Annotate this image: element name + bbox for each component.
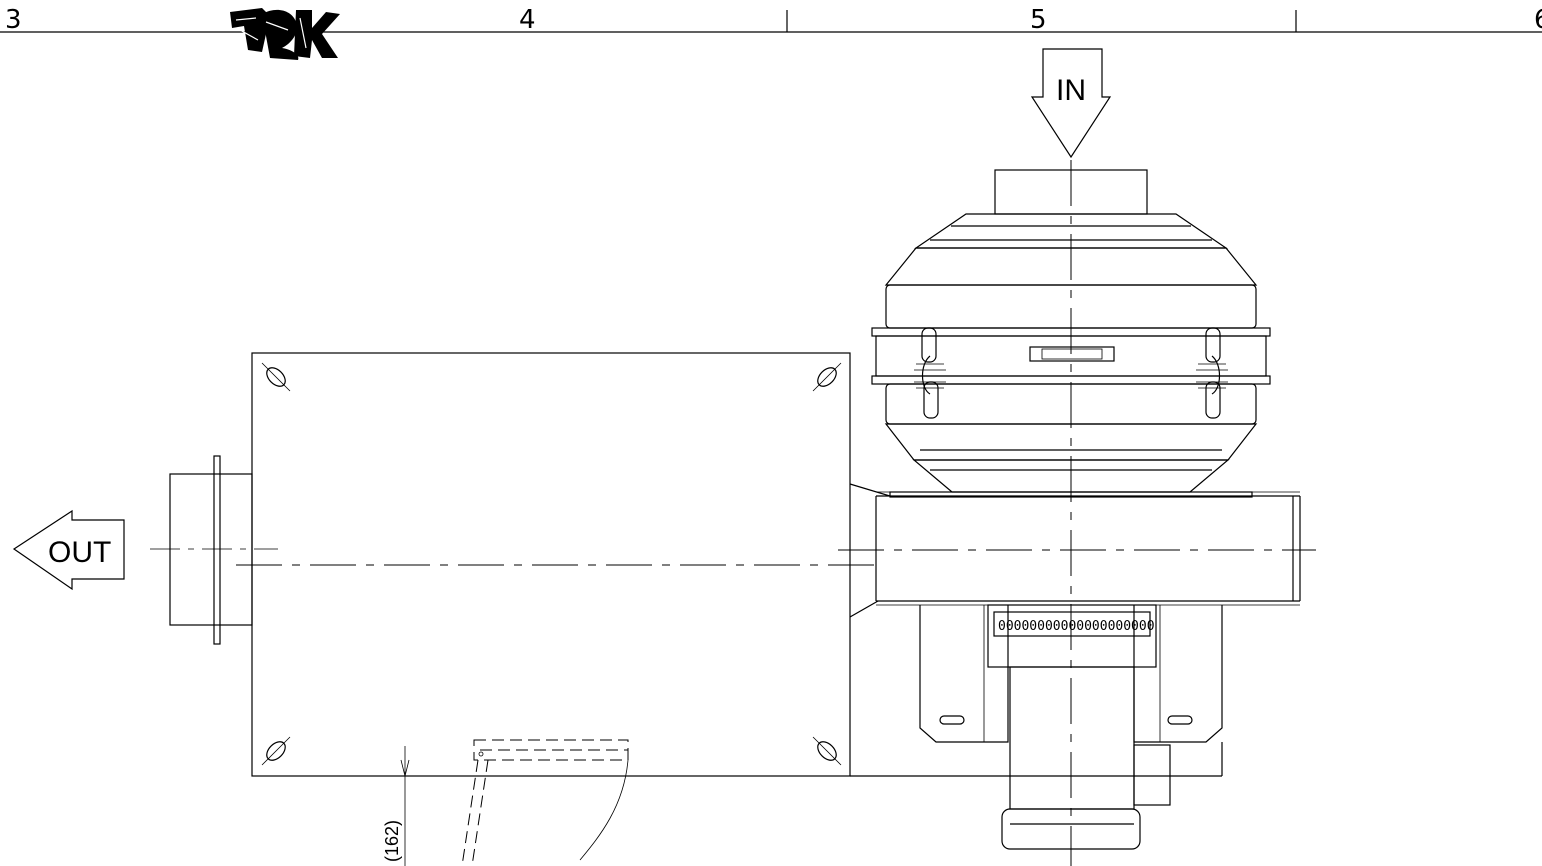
zone-label-6: 6: [1534, 5, 1542, 35]
outlet-label: OUT: [48, 536, 111, 569]
outlet-spigot: [150, 455, 278, 645]
inlet-arrow: IN: [1030, 48, 1112, 159]
corner-bolt: [812, 362, 842, 392]
outlet-arrow: OUT: [12, 509, 125, 591]
zone-label-5: 5: [1030, 5, 1047, 35]
corner-bolt: [261, 736, 291, 766]
corner-bolt: [812, 736, 842, 766]
dimension-162: (162): [382, 746, 410, 866]
corner-bolt: [261, 362, 291, 392]
zone-label-3: 3: [5, 5, 22, 35]
tsk-logo-icon: [230, 8, 340, 60]
dimension-label: (162): [382, 820, 402, 862]
hinged-hatch: [461, 739, 629, 866]
zone-label-4: 4: [519, 5, 536, 35]
terminal-strip: 00000000000000000000: [998, 619, 1155, 634]
motor-assembly: 00000000000000000000: [850, 604, 1223, 850]
inlet-label: IN: [1056, 74, 1086, 107]
latch-left: [912, 327, 948, 419]
latch-right: [1194, 327, 1230, 419]
